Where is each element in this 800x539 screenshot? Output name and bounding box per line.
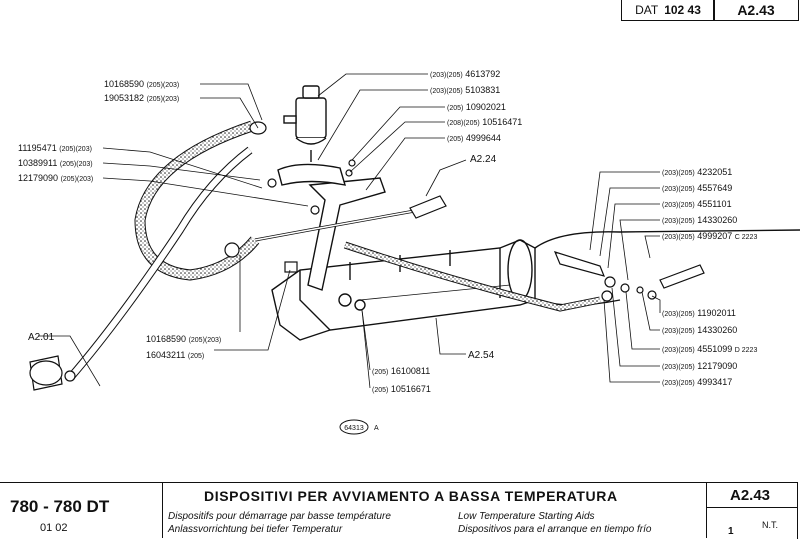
callout-label: (205) 10516671 bbox=[372, 384, 431, 394]
title-es: Dispositivos para el arranque en tiempo … bbox=[458, 524, 652, 535]
callout-label: 10168590 (205)(203) bbox=[146, 334, 221, 344]
callout-label: (208)(205) 10516471 bbox=[447, 117, 522, 127]
callouts-left: 10168590 (205)(203) 19053182 (205)(203) … bbox=[18, 79, 179, 183]
section-code: A2.43 bbox=[730, 487, 771, 504]
callouts-bottom: 10168590 (205)(203) 16043211 (205) (205)… bbox=[146, 334, 431, 394]
fuel-filter bbox=[283, 85, 327, 162]
nt-label: N.T. bbox=[762, 520, 779, 530]
title-block bbox=[0, 482, 798, 539]
callout-label: (203)(205) 4613792 bbox=[430, 69, 500, 79]
figure-number: 64313 bbox=[344, 425, 364, 432]
ref-a224: A2.24 bbox=[470, 154, 497, 165]
dat-number: 102 43 bbox=[664, 3, 701, 17]
ref-a201: A2.01 bbox=[28, 332, 55, 343]
title-fr: Dispositifs pour démarrage par basse tem… bbox=[168, 511, 391, 522]
ref-a254: A2.54 bbox=[468, 350, 495, 361]
callout-label: (203)(205) 14330260 bbox=[662, 215, 737, 225]
callout-label: (203)(205) 5103831 bbox=[430, 85, 500, 95]
callout-label: (203)(205) 4557649 bbox=[662, 183, 732, 193]
callout-label: (203)(205) 14330260 bbox=[662, 325, 737, 335]
callout-label: (205) 16100811 bbox=[372, 366, 430, 376]
page-code: A2.43 bbox=[737, 2, 775, 18]
title-de: Anlassvorrichtung bei tiefer Temperatur bbox=[168, 524, 343, 535]
fuel-hose bbox=[66, 120, 260, 381]
parts-diagram: 10168590 (205)(203) 19053182 (205)(203) … bbox=[18, 69, 800, 435]
model-name: 780 - 780 DT bbox=[10, 497, 110, 516]
divider bbox=[706, 507, 797, 508]
callouts-right-lower: (203)(205) 11902011 (203)(205) 14330260 … bbox=[662, 308, 757, 387]
model-cell: 780 - 780 DT 01 02 bbox=[0, 482, 163, 538]
callout-label: (203)(205) 4232051 bbox=[662, 167, 732, 177]
figure-suffix: A bbox=[374, 425, 379, 432]
callout-label: 19053182 (205)(203) bbox=[104, 93, 179, 103]
callout-label: (203)(205) 4993417 bbox=[662, 377, 732, 387]
callouts-right-upper: (203)(205) 4232051 (203)(205) 4557649 (2… bbox=[662, 167, 757, 241]
callout-label: 10389911 (205)(203) bbox=[18, 158, 93, 168]
callout-label: (203)(205) 4551099 D 2223 bbox=[662, 344, 757, 354]
callout-label: 16043211 (205) bbox=[146, 350, 204, 360]
callout-label: (203)(205) 11902011 bbox=[662, 308, 736, 318]
leader-lines bbox=[38, 73, 661, 389]
dat-label: DAT bbox=[635, 3, 659, 17]
callout-label: (205) 4999644 bbox=[447, 133, 501, 143]
reference-cell: A2.43 1 N.T. bbox=[706, 482, 797, 538]
cross-references: A2.24 A2.01 A2.54 bbox=[28, 154, 497, 361]
fittings bbox=[29, 121, 705, 391]
callout-label: (203)(205) 12179090 bbox=[662, 361, 737, 371]
callout-label: (203)(205) 4999207 C 2223 bbox=[662, 231, 757, 241]
callout-label: (203)(205) 4551101 bbox=[662, 199, 732, 209]
model-codes: 01 02 bbox=[40, 522, 68, 534]
mounting-bracket bbox=[277, 163, 386, 311]
callouts-top-center: (203)(205) 4613792 (203)(205) 5103831 (2… bbox=[430, 69, 522, 143]
description-cell: DISPOSITIVI PER AVVIAMENTO A BASSA TEMPE… bbox=[162, 482, 707, 538]
callout-label: 11195471 (205)(203) bbox=[18, 143, 92, 153]
page-title: DISPOSITIVI PER AVVIAMENTO A BASSA TEMPE… bbox=[204, 488, 618, 504]
callout-label: 10168590 (205)(203) bbox=[104, 79, 179, 89]
title-en: Low Temperature Starting Aids bbox=[458, 511, 595, 522]
figure-id: 64313 A bbox=[339, 419, 379, 435]
sheet-number: 1 bbox=[728, 526, 734, 537]
callout-label: 12179090 (205)(203) bbox=[18, 173, 93, 183]
dat-number-box: DAT 102 43 bbox=[621, 0, 715, 21]
page-code-box: A2.43 bbox=[713, 0, 799, 21]
callout-label: (205) 10902021 bbox=[447, 102, 506, 112]
